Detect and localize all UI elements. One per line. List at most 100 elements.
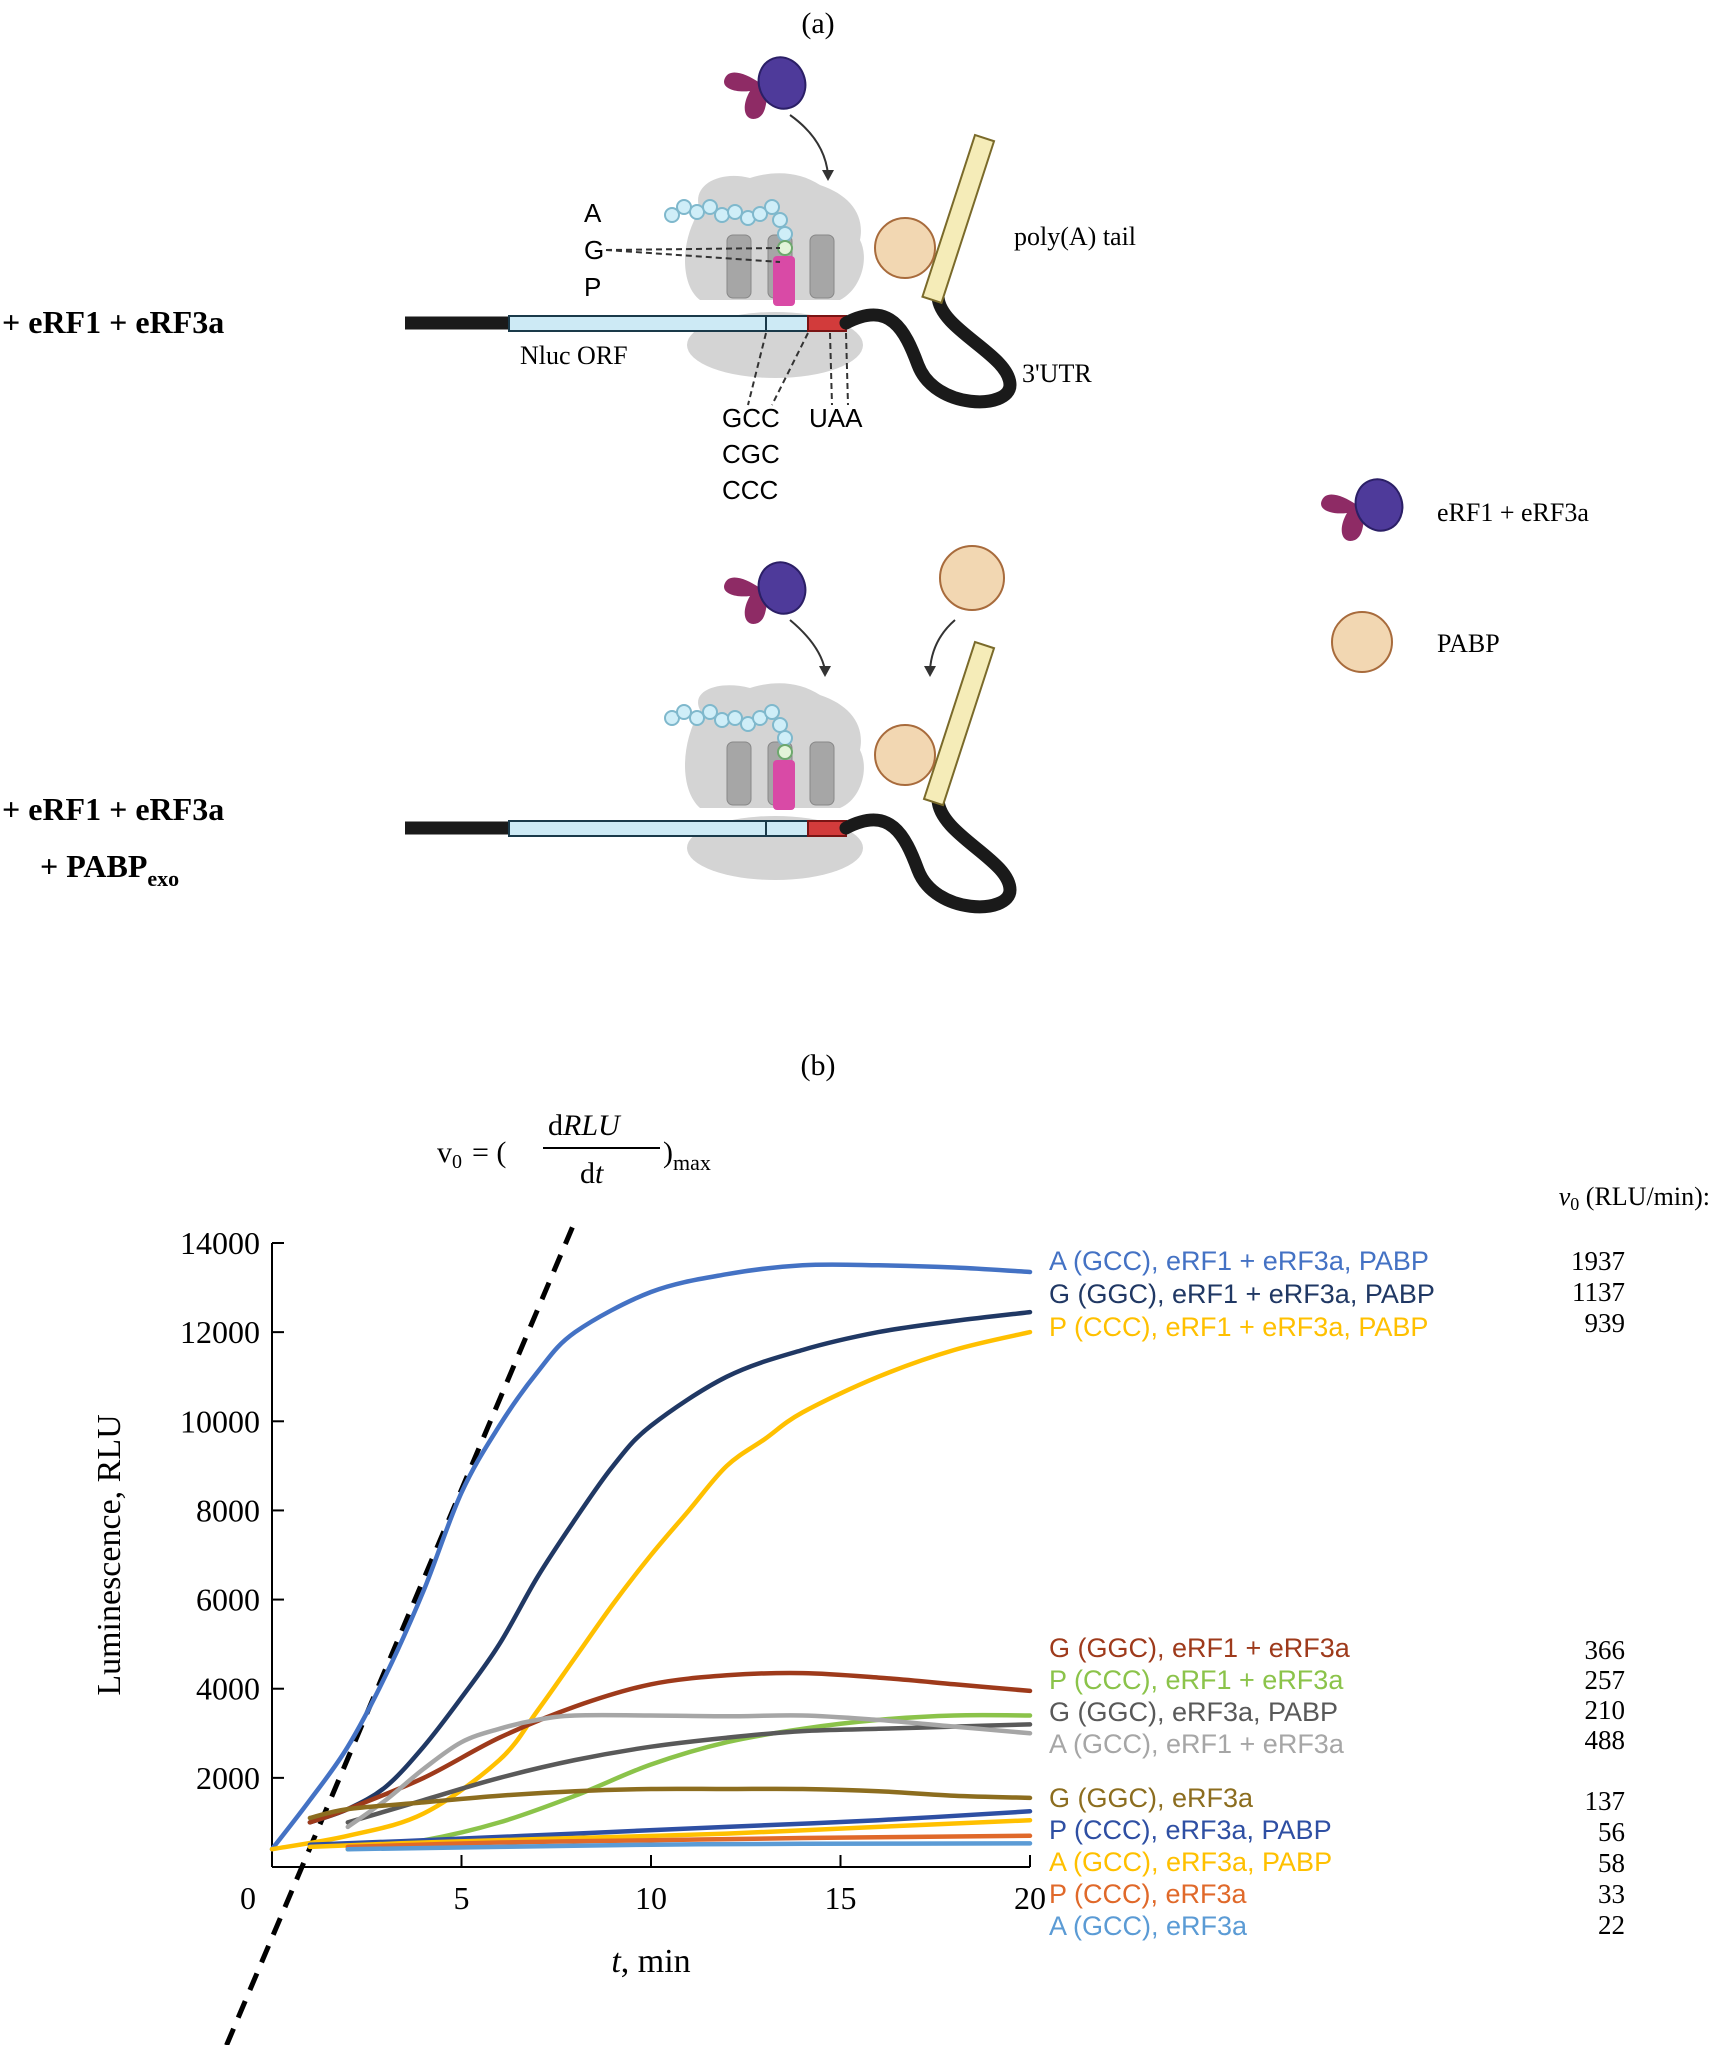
series-line-12 — [345, 1841, 1033, 1852]
legend-label-11: P (CCC), eRF3a — [1049, 1879, 1248, 1909]
legend-label-2: G (GGC), eRF1 + eRF3a, PABP — [1049, 1279, 1435, 1309]
condition-2-main: + PABP — [40, 848, 147, 884]
codon-label-1: GCC — [722, 403, 780, 433]
panel-a-label: (a) — [801, 7, 834, 40]
utr-label: 3'UTR — [1022, 359, 1092, 388]
pabp-bound — [874, 724, 936, 786]
polya-label: poly(A) tail — [1014, 222, 1136, 251]
legend-erf-label: eRF1 + eRF3a — [1437, 498, 1589, 527]
arrow-head — [924, 666, 936, 677]
series-line-2 — [307, 1309, 1033, 1825]
series-line-11 — [345, 1833, 1033, 1850]
y-axis-label: Luminescence, RLU — [91, 1414, 128, 1695]
complex-2 — [405, 545, 1017, 914]
pabp-icon — [1331, 611, 1393, 673]
y-tick-label: 12000 — [180, 1314, 260, 1350]
y-tick-label: 4000 — [196, 1671, 260, 1707]
y-tick-label: 14000 — [180, 1225, 260, 1261]
arrow-erf-1 — [789, 114, 829, 176]
site-a — [809, 234, 835, 299]
legend-label-6: G (GGC), eRF3a, PABP — [1049, 1697, 1338, 1727]
aa-label-p: P — [584, 272, 601, 302]
arrow-pabp — [929, 619, 956, 671]
v0-value-3: 939 — [1585, 1308, 1626, 1338]
legend-label-8: G (GGC), eRF3a — [1049, 1783, 1254, 1813]
chart-series — [269, 1262, 1033, 1852]
site-e — [726, 741, 752, 806]
v0-value-12: 22 — [1598, 1910, 1625, 1940]
nluc-orf — [508, 820, 810, 837]
peptide-chain — [664, 704, 793, 760]
formula-denominator: dt — [580, 1157, 604, 1190]
condition-2-sub: exo — [147, 866, 179, 891]
v0-value-2: 1137 — [1572, 1277, 1625, 1307]
nluc-orf — [508, 315, 810, 332]
chart-legend: A (GCC), eRF1 + eRF3a, PABP 1937 G (GGC), … — [1049, 1246, 1625, 1941]
pabp-incoming — [939, 545, 1005, 611]
v0-value-11: 33 — [1598, 1879, 1625, 1909]
legend-label-12: A (GCC), eRF3a — [1049, 1911, 1248, 1941]
v0-value-8: 137 — [1585, 1786, 1626, 1816]
v0-value-9: 56 — [1598, 1817, 1625, 1847]
x-tick-label: 10 — [635, 1880, 667, 1916]
condition-1-label: + eRF1 + eRF3a — [2, 304, 224, 340]
x-tick-label: 15 — [825, 1880, 857, 1916]
mrna-3utr — [839, 290, 1017, 409]
x-tick-label: 0 — [240, 1880, 256, 1916]
legend-pabp-label: PABP — [1437, 629, 1500, 658]
v0-value-10: 58 — [1598, 1848, 1625, 1878]
legend-label-3: P (CCC), eRF1 + eRF3a, PABP — [1049, 1312, 1428, 1342]
v0-formula: v0= ( dRLU dt )max — [437, 1109, 711, 1190]
condition-2-line2: + PABPexo — [40, 848, 179, 891]
legend-label-1: A (GCC), eRF1 + eRF3a, PABP — [1049, 1246, 1429, 1276]
v0-value-7: 488 — [1585, 1725, 1626, 1755]
polya-tail — [921, 133, 996, 305]
panel-a: (a) + eRF1 + eRF3a + eRF1 + eRF3a + PABP… — [2, 7, 1589, 914]
erf-icon — [724, 56, 807, 119]
v0-column-header: v0 (RLU/min): — [1559, 1182, 1710, 1214]
formula-lhs: v0= ( — [437, 1136, 506, 1173]
x-tick-label: 5 — [454, 1880, 470, 1916]
aa-label-g: G — [584, 235, 604, 265]
v0-value-1: 1937 — [1571, 1246, 1625, 1276]
polya-tail — [922, 640, 996, 807]
formula-rhs: )max — [663, 1136, 711, 1175]
stop-codon-label: UAA — [809, 403, 863, 433]
arrow-head — [822, 170, 834, 181]
x-tick-label: 20 — [1014, 1880, 1046, 1916]
aa-label-a: A — [584, 198, 602, 228]
panel-a-legend: eRF1 + eRF3a PABP — [1321, 478, 1589, 673]
peptide-chain — [664, 199, 793, 256]
v0-value-5: 257 — [1585, 1665, 1626, 1695]
formula-numerator: dRLU — [548, 1109, 622, 1142]
y-tick-label: 8000 — [196, 1492, 260, 1528]
legend-label-9: P (CCC), eRF3a, PABP — [1049, 1815, 1332, 1845]
series-line-6 — [345, 1722, 1033, 1825]
y-tick-label: 6000 — [196, 1582, 260, 1618]
codon-label-3: CCC — [722, 475, 778, 505]
legend-label-4: G (GGC), eRF1 + eRF3a — [1049, 1633, 1351, 1663]
site-a — [809, 741, 835, 806]
tangent-line — [224, 1219, 578, 2045]
v0-value-6: 210 — [1585, 1695, 1626, 1725]
pabp-1 — [874, 217, 936, 279]
x-axis-label: t, min — [611, 1943, 690, 1980]
legend-label-10: A (GCC), eRF3a, PABP — [1049, 1847, 1332, 1877]
arrow-erf-2 — [789, 619, 826, 671]
y-tick-label: 10000 — [180, 1403, 260, 1439]
v0-value-4: 366 — [1585, 1635, 1626, 1665]
panel-b-label: (b) — [801, 1049, 836, 1082]
y-tick-label: 2000 — [196, 1760, 260, 1796]
condition-2-line1: + eRF1 + eRF3a — [2, 791, 224, 827]
series-line-5 — [345, 1712, 1033, 1852]
complex-1: A G P Nluc ORF 3'UTR poly(A) tail GCC CG… — [405, 56, 1136, 505]
trna — [773, 760, 795, 810]
panel-b: (b) v0= ( dRLU dt )max v0 (RLU/min): 200… — [91, 1049, 1710, 2045]
series-line-7 — [345, 1712, 1033, 1830]
erf-icon — [724, 561, 807, 624]
tangent-line-group — [224, 1219, 578, 2045]
legend-label-5: P (CCC), eRF1 + eRF3a — [1049, 1665, 1344, 1695]
erf-icon — [1321, 478, 1404, 541]
series-line-1 — [269, 1262, 1033, 1852]
